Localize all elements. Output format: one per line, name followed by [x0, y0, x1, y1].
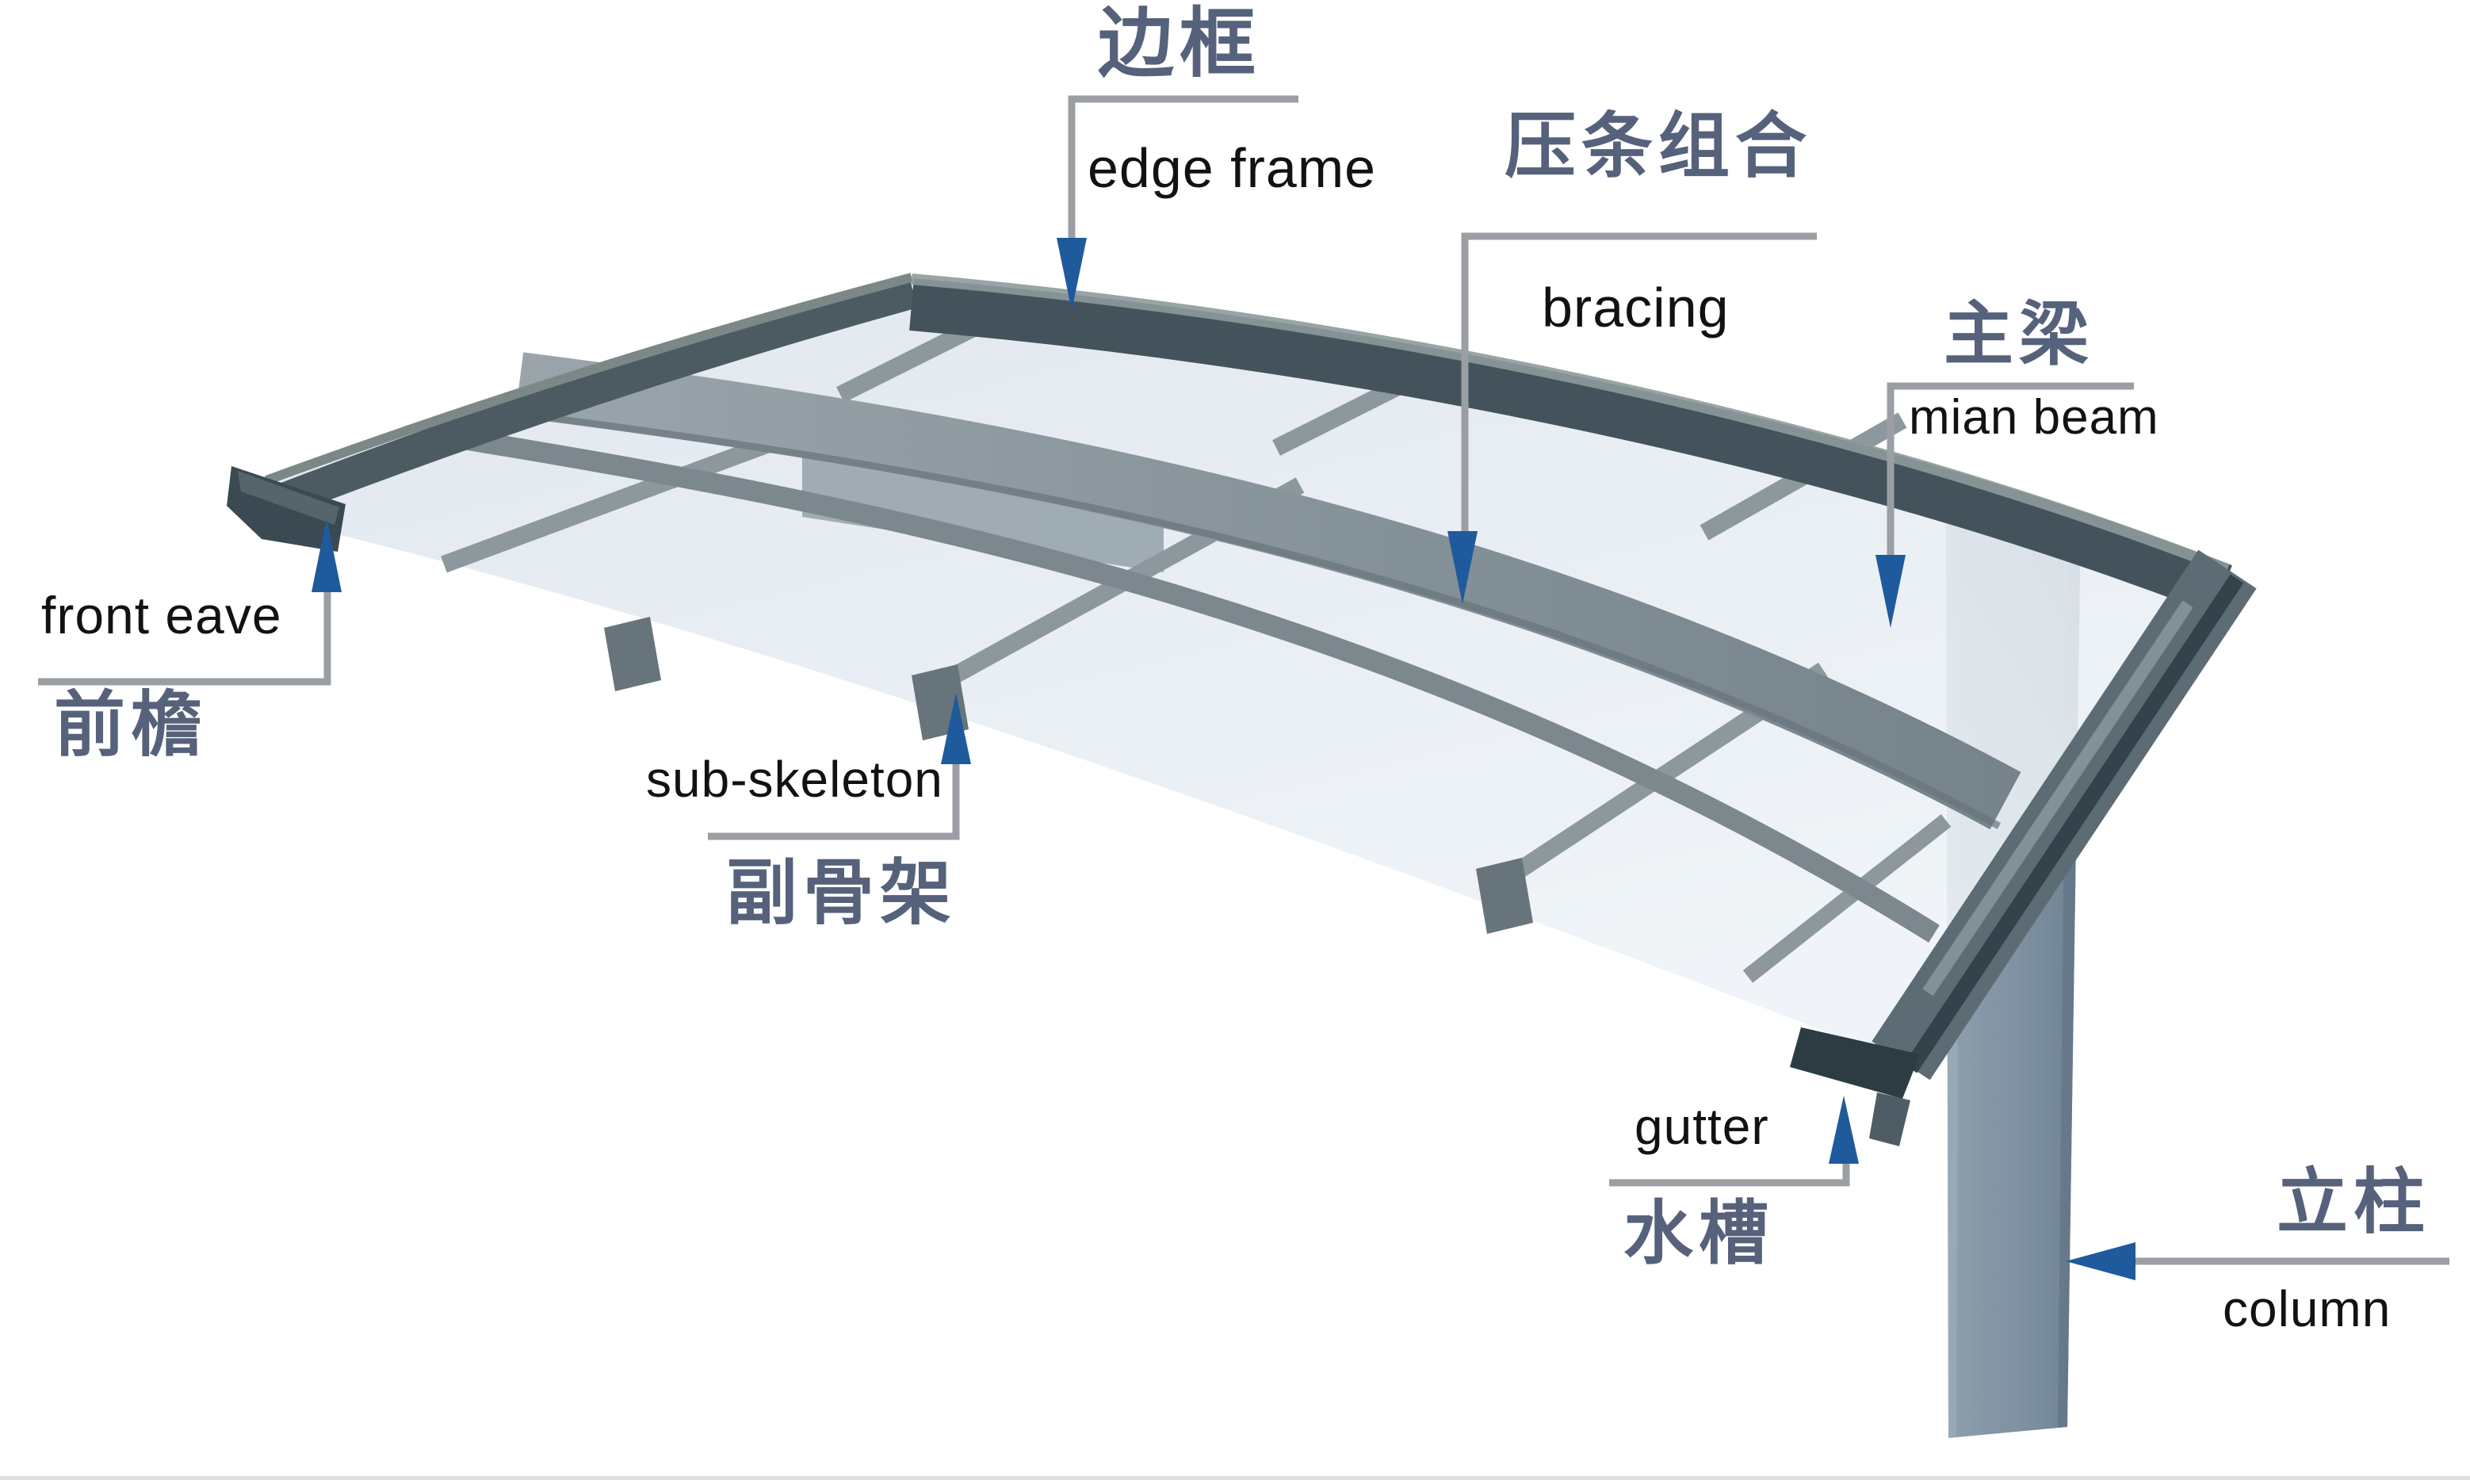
label-front-eave-en: front eave	[41, 586, 282, 644]
arrow-bracing-icon	[1447, 531, 1478, 604]
leader-front-eave	[38, 588, 331, 686]
label-bracing-zh: 压条组合	[1505, 107, 1812, 186]
arrow-front-eave-icon	[312, 518, 342, 592]
label-column-en: column	[2223, 1280, 2392, 1337]
main-beam-band	[514, 352, 2021, 830]
leader-gutter	[1609, 1159, 1850, 1187]
label-main-beam-zh: 主梁	[1944, 295, 2095, 373]
label-edge-frame-zh: 边框	[1098, 2, 1261, 86]
label-edge-frame-en: edge frame	[1088, 137, 1377, 199]
label-gutter-zh: 水槽	[1623, 1194, 1775, 1272]
label-front-eave-zh: 前檐	[54, 686, 208, 765]
right-side-frame	[1872, 549, 2257, 1080]
label-sub-skeleton-en: sub-skeleton	[646, 751, 943, 808]
label-column-zh: 立柱	[2277, 1163, 2430, 1242]
leader-lines	[38, 95, 2449, 1265]
ground-line	[0, 1476, 2470, 1480]
leader-sub-skeleton	[708, 759, 960, 840]
callout-arrows	[312, 238, 2135, 1280]
leader-edge-frame	[1068, 95, 1298, 242]
gutter-shape	[1790, 1027, 1920, 1146]
roof-panels	[268, 279, 2227, 1061]
label-bracing-en: bracing	[1542, 277, 1730, 338]
leader-main-beam	[1887, 382, 2134, 559]
arrow-main-beam-icon	[1875, 555, 1906, 628]
edge-frame-left	[264, 273, 918, 518]
front-eave-cap	[227, 466, 346, 552]
bracing-strip	[418, 422, 1940, 943]
label-gutter-en: gutter	[1635, 1098, 1769, 1155]
label-sub-skeleton-zh: 副骨架	[726, 854, 957, 933]
arrow-gutter-icon	[1829, 1096, 1859, 1164]
arrow-sub-skeleton-icon	[941, 693, 971, 764]
label-main-beam-en: mian beam	[1909, 390, 2159, 445]
arrow-column-icon	[2066, 1242, 2135, 1280]
arrow-edge-frame-icon	[1057, 238, 1087, 311]
edge-frame-rear	[909, 273, 2232, 614]
leader-bracing	[1461, 232, 1817, 533]
shaded-panel	[802, 441, 1164, 572]
